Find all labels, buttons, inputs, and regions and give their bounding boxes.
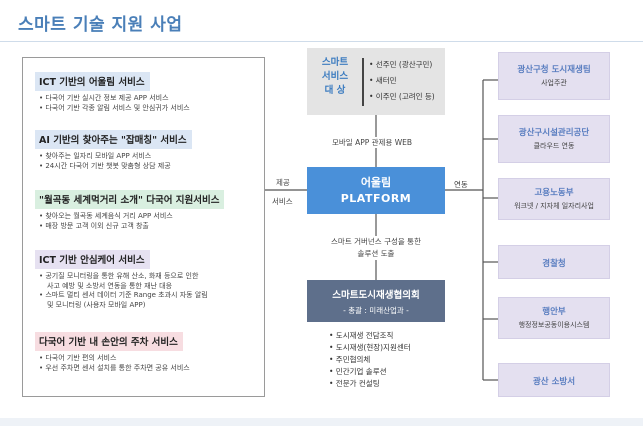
council-member: • 전문가 컨설팅	[329, 379, 380, 388]
org-name: 광산구청 도시재생팀	[517, 65, 591, 75]
org-role: 사업주관	[541, 79, 567, 87]
edge-label-mobile: 모바일 APP 관제용 WEB	[330, 137, 415, 148]
service-title: ICT 기반 안심케어 서비스	[35, 250, 150, 269]
edge-label-provide: 제공	[276, 178, 290, 187]
org-name: 고용노동부	[534, 188, 574, 198]
platform-name: 어울림	[360, 176, 392, 189]
service-item: • 다국어 기반 각종 알림 서비스 및 안심귀가 서비스	[39, 103, 190, 112]
service-item: • 우선 주차면 센서 설치를 통한 주차면 공유 서비스	[39, 363, 190, 372]
council-member: • 주민협의체	[329, 355, 371, 364]
service-item: • 공기질 모니터링을 통한 유해 산소, 화재 등으로 인한	[39, 272, 199, 280]
target-label: 스마트 서비스 대 상	[321, 57, 349, 96]
target-item: • 이주민 (고려인 등)	[369, 92, 435, 101]
platform-subtitle: PLATFORM	[340, 192, 412, 205]
edge-label-link: 연동	[454, 180, 468, 189]
org-role: 워크넷 / 지자체 일자리사업	[514, 202, 594, 210]
service-item: 및 모니터링 (사용자 모바일 APP)	[47, 300, 146, 309]
target-divider	[362, 58, 364, 106]
council-box: 스마트도시재생협의회 - 총괄 : 미래산업과 -	[307, 280, 445, 322]
org-box-2: 광산구시설관리공단 클라우드 연동	[498, 115, 610, 163]
org-name: 경찰청	[542, 259, 566, 269]
org-box-4: 경찰청	[498, 245, 610, 279]
platform-box: 어울림 PLATFORM	[307, 167, 445, 214]
service-card-5: 다국어 기반 내 손안의 주차 서비스 • 다국어 기반 편의 서비스 • 우선…	[35, 330, 261, 373]
service-item: • 다국어 기반 편의 서비스	[39, 354, 117, 362]
service-item: • 24시간 다국어 기반 챗봇 맞춤형 상담 제공	[39, 161, 171, 170]
service-title: 다국어 기반 내 손안의 주차 서비스	[35, 332, 183, 351]
service-item: • 찾아오는 월곡동 세계음식 거리 APP 서비스	[39, 212, 173, 220]
service-item: 사고 예방 및 소방서 연동을 통한 재난 대응	[47, 281, 173, 290]
target-item: • 선주민 (광산구민)	[369, 60, 433, 69]
service-title: ICT 기반의 어울림 서비스	[35, 72, 150, 91]
edge-label-governance: 스마트 거버넌스 구성을 통한 솔루션 도출	[320, 236, 432, 260]
service-title: AI 기반의 찾아주는 "잡매칭" 서비스	[35, 130, 192, 149]
service-card-2: AI 기반의 찾아주는 "잡매칭" 서비스 • 찾아주는 일자리 모바일 APP…	[35, 128, 261, 171]
council-member: • 도시재생(현장)지원센터	[329, 343, 411, 352]
council-member: • 민간기업 솔루션	[329, 367, 387, 376]
org-name: 광산구시설관리공단	[518, 128, 590, 138]
org-box-6: 광산 소방서	[498, 363, 610, 397]
service-item: • 다국어 기반 실시간 정보 제공 APP 서비스	[39, 94, 169, 102]
title-divider	[0, 41, 643, 42]
council-member: • 도시재생 전담조직	[329, 331, 394, 340]
org-box-5: 행안부 행정정보공동이용시스템	[498, 297, 610, 339]
org-name: 광산 소방서	[532, 377, 576, 387]
council-subtitle: - 총괄 : 미래산업과 -	[343, 306, 409, 315]
services-panel: ICT 기반의 어울림 서비스 • 다국어 기반 실시간 정보 제공 APP 서…	[22, 57, 265, 397]
org-name: 행안부	[542, 307, 566, 317]
org-box-3: 고용노동부 워크넷 / 지자체 일자리사업	[498, 178, 610, 220]
service-title: "월곡동 세계먹거리 소개" 다국어 지원서비스	[35, 190, 225, 209]
edge-label-service: 서비스	[272, 197, 293, 206]
council-members: • 도시재생 전담조직 • 도시재생(현장)지원센터 • 주민협의체 • 민간기…	[329, 330, 411, 390]
council-name: 스마트도시재생협의회	[332, 290, 420, 301]
org-role: 행정정보공동이용시스템	[518, 321, 590, 329]
service-card-1: ICT 기반의 어울림 서비스 • 다국어 기반 실시간 정보 제공 APP 서…	[35, 70, 261, 113]
service-card-4: ICT 기반 안심케어 서비스 • 공기질 모니터링을 통한 유해 산소, 화재…	[35, 248, 261, 310]
bottom-band	[0, 418, 643, 426]
page-title: 스마트 기술 지원 사업	[18, 15, 183, 35]
service-item: • 매장 방문 고객 이외 신규 고객 창출	[39, 221, 149, 230]
org-role: 클라우드 연동	[533, 142, 575, 150]
service-card-3: "월곡동 세계먹거리 소개" 다국어 지원서비스 • 찾아오는 월곡동 세계음식…	[35, 188, 261, 231]
org-box-1: 광산구청 도시재생팀 사업주관	[498, 52, 610, 100]
service-item: • 스마트 멀티 센서 데이터 기준 Range 초과시 자동 알림	[39, 291, 208, 300]
target-list: • 선주민 (광산구민) • 새터민 • 이주민 (고려인 등)	[369, 57, 435, 105]
target-item: • 새터민	[369, 76, 397, 85]
target-users-box: 스마트 서비스 대 상 • 선주민 (광산구민) • 새터민 • 이주민 (고려…	[307, 48, 445, 115]
service-item: • 찾아주는 일자리 모바일 APP 서비스	[39, 152, 152, 160]
